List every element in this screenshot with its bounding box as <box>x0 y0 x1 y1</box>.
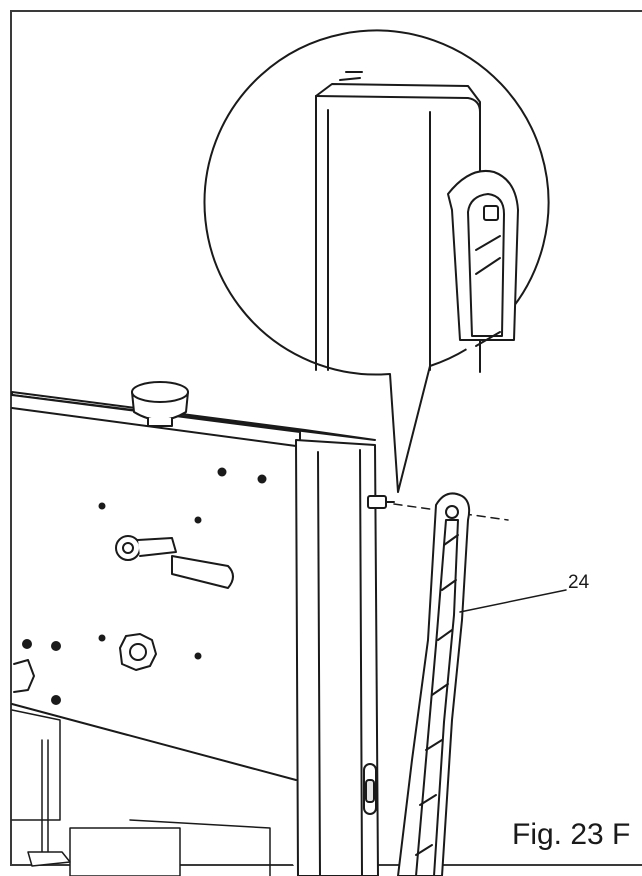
figure-caption: Fig. 23 F <box>512 818 631 851</box>
body-screws <box>22 467 267 705</box>
tension-knob <box>131 381 189 427</box>
blade-guide <box>27 739 71 867</box>
adjustment-knob <box>13 633 157 693</box>
detail-magnifier <box>203 29 550 493</box>
lever-handle <box>115 535 234 589</box>
part-callout-label: 24 <box>568 572 590 593</box>
mounting-bolt <box>367 495 395 509</box>
part-24 <box>397 492 471 876</box>
callout-leader-line <box>459 589 567 613</box>
side-frame-panel <box>295 439 379 876</box>
